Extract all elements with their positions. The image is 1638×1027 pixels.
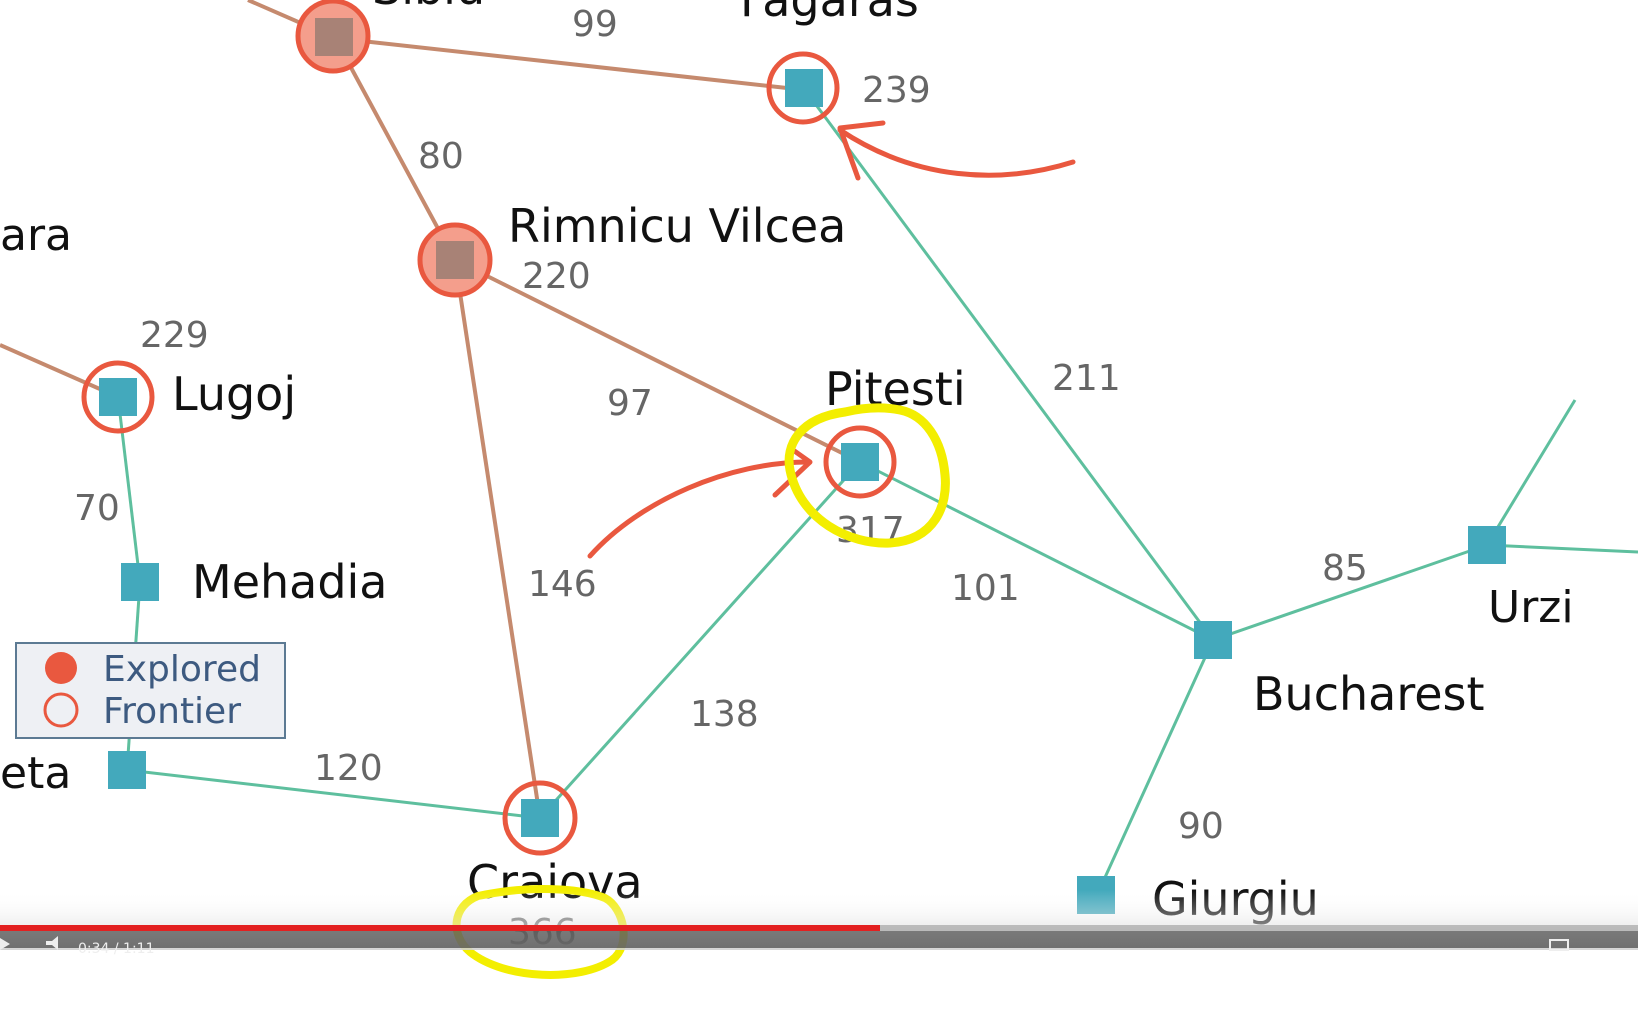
path-cost-lugoj: 229 <box>140 315 209 356</box>
edge-label-rimnicu-pitesti: 97 <box>607 383 653 424</box>
arrow-to-fagaras-head <box>837 120 886 181</box>
edge-sibiu-fagaras <box>334 36 806 92</box>
path-cost-fagaras: 239 <box>862 70 931 111</box>
frontier-ring <box>766 51 840 125</box>
controls-bar <box>0 931 1638 948</box>
edge-bucharest-urziceni <box>1212 543 1488 642</box>
city-square <box>315 18 353 56</box>
edge-lugoj-mehadia <box>116 396 142 583</box>
city-square <box>1194 621 1232 659</box>
time-display: 0:34 / 1:11 <box>78 941 155 957</box>
legend-explored-label: Explored <box>103 649 261 690</box>
node-lugoj <box>81 360 155 434</box>
edge-pitesti-bucharest <box>859 460 1214 642</box>
node-fagaras <box>766 51 840 125</box>
edges <box>0 0 1638 896</box>
edge-timisoara-lugoj <box>0 343 119 399</box>
arrow-to-pitesti <box>587 459 811 559</box>
node-pitesti <box>823 425 897 499</box>
edge-label-pitesti-bucharest: 101 <box>951 568 1020 609</box>
city-label-rimnicu-vilcea: Rimnicu Vilcea <box>508 199 846 253</box>
edge-label-sibiu-rimnicu: 80 <box>418 136 464 177</box>
node-drobeta <box>108 751 146 789</box>
nodes <box>81 0 1506 914</box>
edge-urziceni-offscreen-up <box>1485 399 1577 546</box>
edge-label-bucharest-urziceni: 85 <box>1322 548 1368 589</box>
city-label-sibiu: Sibiu <box>372 0 485 15</box>
city-label-lugoj: Lugoj <box>172 367 296 421</box>
legend: Explored Frontier <box>15 642 286 739</box>
edge-drobeta-craiova <box>126 768 541 820</box>
node-sibiu <box>295 0 371 74</box>
frontier-ring <box>823 425 897 499</box>
city-label-urziceni-partial: Urzi <box>1488 582 1574 633</box>
edge-rimnicu-pitesti <box>454 258 861 464</box>
path-cost-rimnicu-vilcea: 220 <box>522 256 591 297</box>
city-label-drobeta-partial: eta <box>0 748 71 799</box>
edge-label-bucharest-giurgiu: 90 <box>1178 806 1224 847</box>
edge-label-lugoj-mehadia: 70 <box>74 488 120 529</box>
video-controls: 0:34 / 1:11 <box>0 890 1638 957</box>
progress-played <box>0 925 880 931</box>
frontier-ring <box>81 360 155 434</box>
edge-labels: 99 80 97 146 70 120 138 101 211 85 90 <box>74 4 1368 847</box>
city-square <box>99 378 137 416</box>
arrow-to-pitesti-head <box>772 447 813 498</box>
explored-legend-icon <box>45 652 77 684</box>
edge-label-rimnicu-craiova: 146 <box>528 564 597 605</box>
edge-label-fagaras-bucharest: 211 <box>1052 358 1121 399</box>
node-bucharest <box>1194 621 1232 659</box>
edge-label-pitesti-craiova: 138 <box>690 694 759 735</box>
edge-sibiu-rimnicu <box>333 37 457 261</box>
volume-icon[interactable] <box>46 936 58 950</box>
frontier-legend-icon <box>43 692 79 728</box>
edge-label-drobeta-craiova: 120 <box>314 748 383 789</box>
fullscreen-icon[interactable] <box>1549 939 1569 951</box>
frontier-ring <box>502 780 578 856</box>
city-square <box>1468 526 1506 564</box>
city-square <box>108 751 146 789</box>
city-label-fagaras: Fagaras <box>740 0 919 27</box>
edge-rimnicu-craiova <box>453 259 542 819</box>
city-square <box>521 799 559 837</box>
city-square <box>841 443 879 481</box>
node-urziceni <box>1468 526 1506 564</box>
node-craiova <box>502 780 578 856</box>
node-mehadia <box>121 563 159 601</box>
city-square <box>121 563 159 601</box>
edge-bucharest-giurgiu <box>1095 639 1215 896</box>
legend-frontier-label: Frontier <box>103 691 241 732</box>
arrow-to-fagaras <box>837 127 1076 178</box>
play-icon[interactable] <box>0 938 10 950</box>
edge-pitesti-craiova <box>538 460 862 820</box>
edge-fagaras-bucharest <box>803 89 1215 641</box>
edge-label-sibiu-fagaras: 99 <box>572 4 618 45</box>
city-label-timisoara-partial: ara <box>0 210 72 261</box>
city-label-bucharest: Bucharest <box>1253 667 1485 721</box>
city-square <box>436 241 474 279</box>
highlight-pitesti <box>784 403 950 548</box>
city-label-mehadia: Mehadia <box>192 555 388 609</box>
city-square <box>785 69 823 107</box>
node-rimnicu-vilcea <box>417 222 493 298</box>
edge-urziceni-offscreen-right <box>1486 543 1638 554</box>
